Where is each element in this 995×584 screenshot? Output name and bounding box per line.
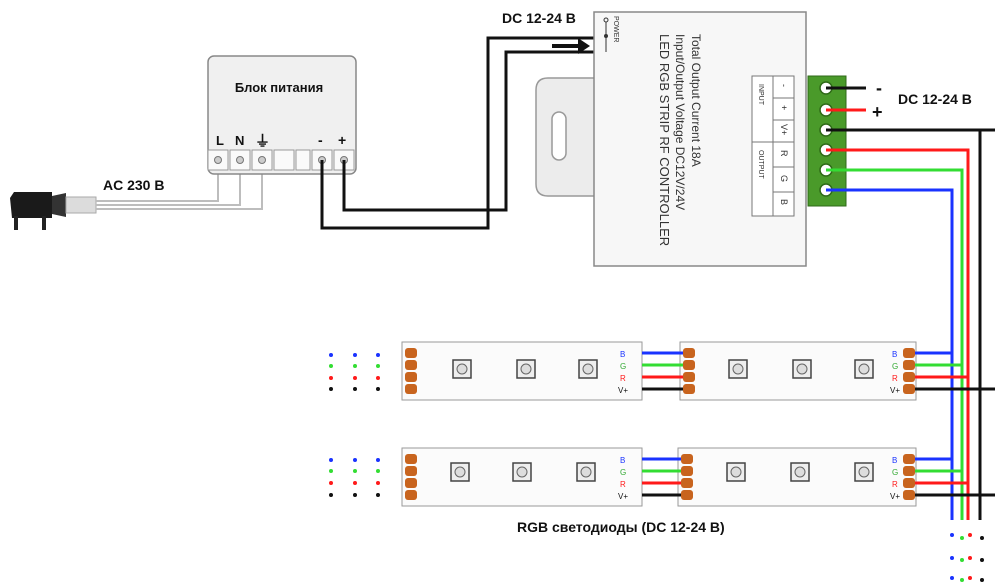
continuation-dots-left (329, 353, 380, 497)
continuation-dots-bottom (950, 533, 984, 582)
strip1b-pin-b: B (892, 350, 897, 359)
controller-current: Total Output Current 18A (689, 34, 703, 167)
ac-plug (10, 192, 97, 230)
psu-terminal-minus: - (318, 132, 323, 148)
strip2b-pin-vplus: V+ (890, 492, 900, 501)
strip1-pin-g: G (620, 362, 626, 371)
psu-title: Блок питания (235, 80, 323, 95)
strip1-pin-vplus: V+ (618, 386, 628, 395)
psu-terminal-plus-ac: ⏚ (255, 133, 270, 150)
power-label: POWER (612, 16, 619, 42)
strip2-pin-b: B (620, 456, 625, 465)
strip1-pin-r: R (620, 374, 626, 383)
label-dc-top: DC 12-24 В (502, 10, 576, 26)
pin-r: R (779, 150, 789, 157)
terminal-block (807, 75, 847, 207)
pin-b: B (779, 199, 789, 205)
controller-output-wires (826, 86, 995, 520)
label-strip-caption: RGB светодиоды (DC 12-24 В) (517, 519, 725, 535)
psu-terminal-l: L (216, 133, 224, 148)
led-strip-row-2: B G R V+ B G R V+ (401, 447, 995, 507)
controller-title: LED RGB STRIP RF CONTROLLER (657, 34, 672, 246)
strip1b-pin-vplus: V+ (890, 386, 900, 395)
power-jack-icon (603, 17, 609, 52)
polarity-minus: - (876, 78, 882, 98)
strip2-pin-vplus: V+ (618, 492, 628, 501)
rgb-controller: LED RGB STRIP RF CONTROLLER Input/Output… (593, 11, 807, 267)
strip2b-pin-b: B (892, 456, 897, 465)
strip2b-pin-g: G (892, 468, 898, 477)
pin-g: G (779, 175, 789, 182)
power-arrow (552, 38, 590, 54)
power-supply: Блок питания L N ⏚ - + (207, 55, 357, 175)
controller-remote-holder (535, 77, 599, 197)
psu-terminal-plus: + (338, 132, 346, 148)
pin-vplus: V+ (779, 124, 789, 135)
pin-plus: + (779, 105, 789, 110)
strip1b-pin-g: G (892, 362, 898, 371)
controller-voltage: Input/Output Voltage DC12V/24V (673, 34, 687, 210)
output-label: OUTPUT (757, 150, 764, 180)
led-strip-row-1: B G R V+ B G R V+ (401, 341, 995, 401)
strip1b-pin-r: R (892, 374, 898, 383)
polarity-plus: + (872, 102, 883, 122)
pin-minus: - (779, 84, 789, 87)
psu-terminal-n: N (235, 133, 244, 148)
strip1-pin-b: B (620, 350, 625, 359)
label-dc-right: DC 12-24 В (898, 91, 972, 107)
strip2-pin-r: R (620, 480, 626, 489)
strip2b-pin-r: R (892, 480, 898, 489)
strip2-pin-g: G (620, 468, 626, 477)
label-ac: AC 230 В (103, 177, 164, 193)
dc-input-wires (320, 36, 605, 230)
input-label: INPUT (757, 84, 764, 106)
